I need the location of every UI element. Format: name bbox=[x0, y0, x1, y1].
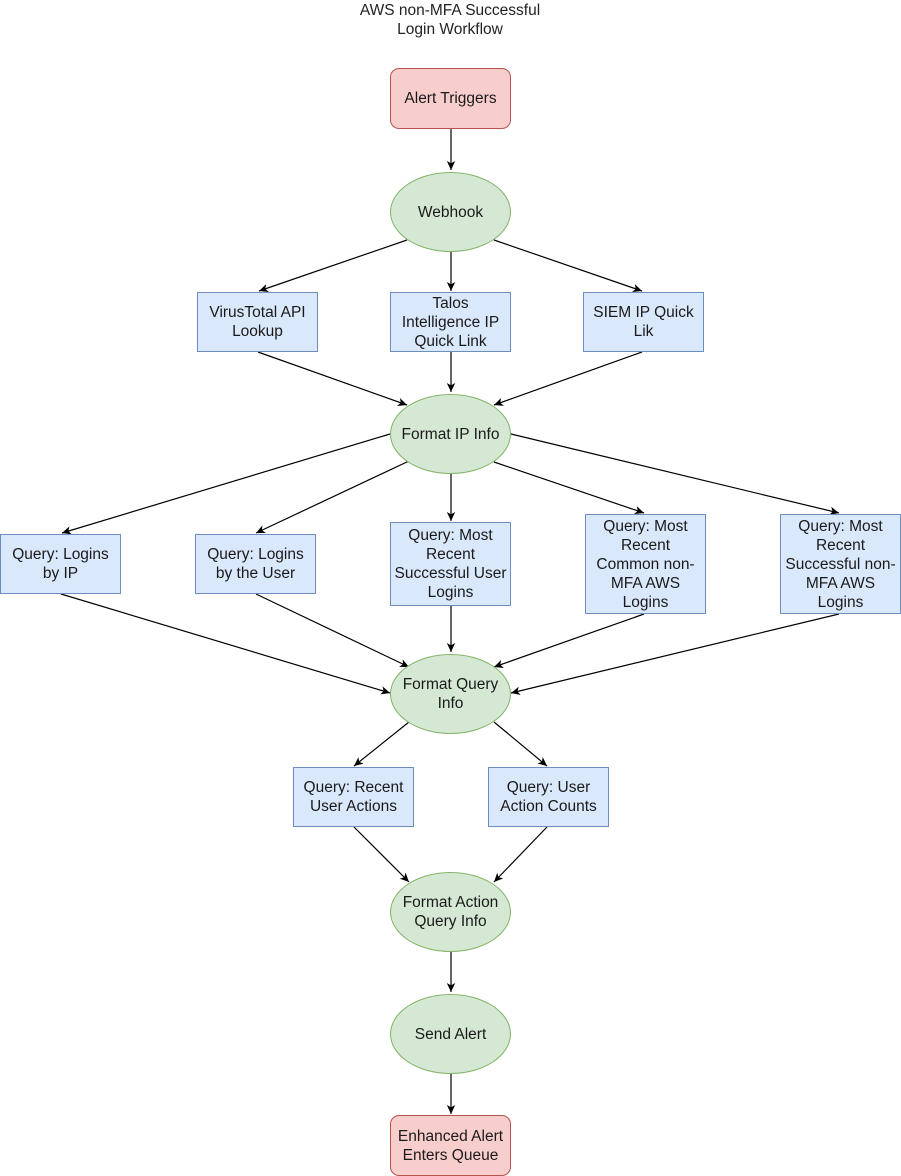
edge-common-nonmfa-to-format-query bbox=[493, 613, 645, 668]
edge-siem-to-format-ip bbox=[493, 351, 643, 406]
enhanced-alert-queue-label: Enhanced Alert Enters Queue bbox=[397, 1127, 504, 1164]
format-action-query-info-label: Format Action Query Info bbox=[402, 894, 499, 930]
siem-quick-link-node[interactable]: SIEM IP Quick Lik bbox=[583, 292, 704, 352]
talos-quick-link-label: Talos Intelligence IP Quick Link bbox=[401, 294, 500, 350]
query-successful-nonmfa-logins-label: Query: Most Recent Successful non-MFA AW… bbox=[785, 517, 896, 611]
query-logins-by-user-label: Query: Logins by the User bbox=[207, 546, 304, 582]
query-recent-user-actions-node[interactable]: Query: Recent User Actions bbox=[293, 767, 414, 827]
query-most-recent-user-logins-label: Query: Most Recent Successful User Login… bbox=[394, 527, 507, 601]
format-ip-info-label: Format IP Info bbox=[401, 425, 500, 443]
format-query-info-label: Format Query Info bbox=[402, 676, 499, 712]
virustotal-lookup-node[interactable]: VirusTotal API Lookup bbox=[197, 292, 318, 352]
edge-successful-nonmfa-to-format-query bbox=[510, 613, 840, 695]
edge-action-counts-to-format-action bbox=[493, 826, 548, 883]
query-user-action-counts-label: Query: User Action Counts bbox=[500, 779, 597, 815]
query-recent-user-actions-label: Query: Recent User Actions bbox=[303, 779, 404, 815]
diagram-title-line-1: AWS non-MFA Successful bbox=[359, 2, 541, 19]
query-most-recent-user-logins-node[interactable]: Query: Most Recent Successful User Login… bbox=[390, 522, 511, 606]
query-common-nonmfa-logins-label: Query: Most Recent Common non-MFA AWS Lo… bbox=[596, 517, 695, 611]
diagram-title-line-2: Login Workflow bbox=[397, 21, 503, 38]
virustotal-lookup-label: VirusTotal API Lookup bbox=[209, 304, 306, 340]
edge-format-ip-to-successful-nonmfa bbox=[510, 433, 840, 515]
format-ip-info-node[interactable]: Format IP Info bbox=[390, 394, 511, 474]
edge-format-ip-to-common-nonmfa bbox=[493, 461, 645, 515]
edge-format-ip-to-logins-user bbox=[255, 460, 410, 534]
send-alert-node[interactable]: Send Alert bbox=[390, 994, 511, 1074]
edge-virustotal-to-format-ip bbox=[257, 351, 408, 406]
webhook-label: Webhook bbox=[417, 203, 484, 221]
alert-triggers-label: Alert Triggers bbox=[404, 90, 497, 107]
query-logins-by-ip-label: Query: Logins by IP bbox=[12, 546, 109, 582]
edge-webhook-to-siem bbox=[493, 239, 643, 293]
query-user-action-counts-node[interactable]: Query: User Action Counts bbox=[488, 767, 609, 827]
query-logins-by-ip-node[interactable]: Query: Logins by IP bbox=[0, 534, 121, 594]
enhanced-alert-queue-node[interactable]: Enhanced Alert Enters Queue bbox=[390, 1115, 511, 1176]
edge-format-query-to-action-counts bbox=[493, 721, 548, 767]
webhook-node[interactable]: Webhook bbox=[390, 172, 511, 252]
format-action-query-info-node[interactable]: Format Action Query Info bbox=[390, 872, 511, 952]
talos-quick-link-node[interactable]: Talos Intelligence IP Quick Link bbox=[390, 292, 511, 352]
query-logins-by-user-node[interactable]: Query: Logins by the User bbox=[195, 534, 316, 594]
edge-webhook-to-virustotal bbox=[258, 239, 408, 293]
format-query-info-node[interactable]: Format Query Info bbox=[390, 654, 511, 734]
edge-format-query-to-recent-actions bbox=[353, 721, 410, 767]
edge-recent-actions-to-format-action bbox=[353, 826, 410, 883]
alert-triggers-node[interactable]: Alert Triggers bbox=[390, 68, 511, 129]
query-common-nonmfa-logins-node[interactable]: Query: Most Recent Common non-MFA AWS Lo… bbox=[585, 514, 706, 614]
send-alert-label: Send Alert bbox=[414, 1025, 487, 1043]
query-successful-nonmfa-logins-node[interactable]: Query: Most Recent Successful non-MFA AW… bbox=[780, 514, 901, 614]
edge-format-ip-to-logins-ip bbox=[61, 433, 391, 535]
edge-logins-ip-to-format-query bbox=[60, 593, 391, 695]
edge-logins-user-to-format-query bbox=[255, 593, 410, 668]
siem-quick-link-label: SIEM IP Quick Lik bbox=[593, 304, 694, 340]
